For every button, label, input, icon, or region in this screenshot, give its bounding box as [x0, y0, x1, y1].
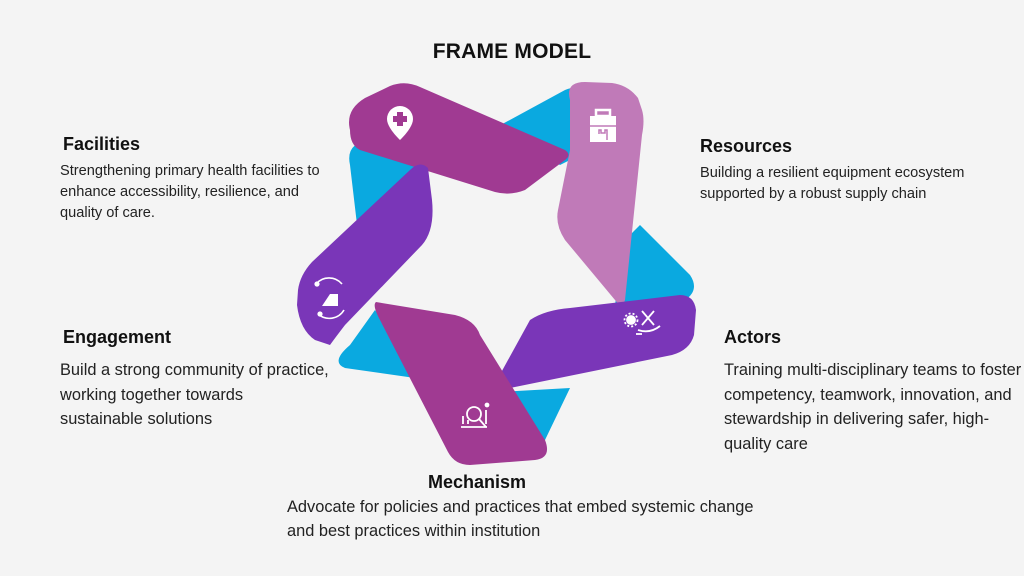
map-pin-medical-cross-icon	[387, 106, 413, 140]
cyan-segment-top	[495, 87, 590, 165]
pillar-heading: Engagement	[63, 327, 172, 347]
pillar-engagement: Engagement Build a strong community of p…	[60, 327, 330, 432]
toolbox-wrench-icon	[590, 108, 616, 142]
band-mechanism	[374, 302, 548, 465]
magnifier-chart-icon	[461, 402, 490, 428]
pillar-heading: Actors	[724, 327, 782, 347]
pillar-facilities: Facilities Strengthening primary health …	[60, 134, 330, 224]
pillar-description: Training multi-disciplinary teams to fos…	[724, 361, 1022, 453]
pillar-description: Build a strong community of practice, wo…	[60, 361, 329, 428]
cyan-segment-bottom-left	[338, 310, 415, 378]
band-actors	[496, 295, 696, 389]
cyan-segment-right	[615, 225, 694, 305]
pillar-heading: Mechanism	[428, 472, 527, 492]
diagram-title: FRAME MODEL	[432, 40, 592, 63]
pillar-resources: Resources Building a resilient equipment…	[700, 136, 1000, 205]
band-resources	[557, 82, 644, 305]
hand-gear-tools-icon	[623, 310, 661, 335]
pillar-description: Advocate for policies and practices that…	[287, 498, 754, 540]
pillar-heading: Resources	[700, 136, 793, 156]
pillar-mechanism: Mechanism Advocate for policies and prac…	[287, 472, 757, 543]
handshake-cycle-icon	[314, 277, 345, 320]
pillar-description: Strengthening primary health facilities …	[60, 163, 320, 221]
pillar-description: Building a resilient equipment ecosystem…	[700, 165, 965, 202]
pillar-heading: Facilities	[63, 134, 141, 154]
pillar-actors: Actors Training multi-disciplinary teams…	[724, 327, 1024, 456]
